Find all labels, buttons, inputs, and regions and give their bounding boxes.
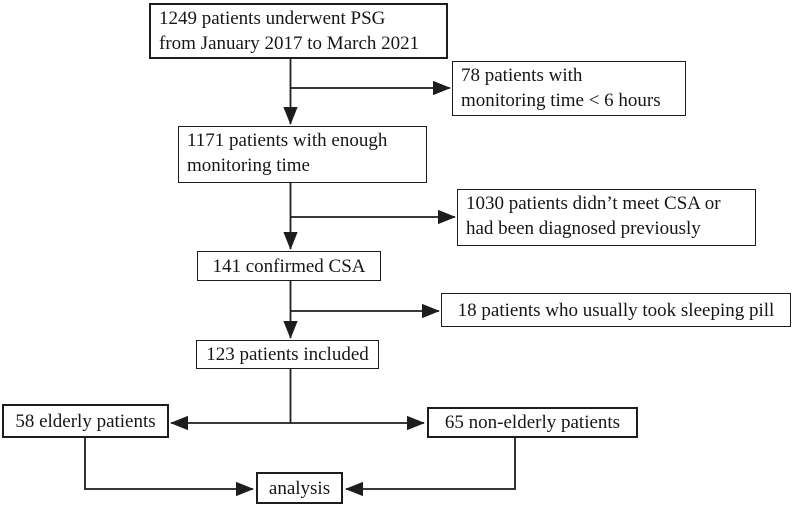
flow-box-short-monitoring-line1: 78 patients with xyxy=(461,65,583,86)
flow-box-confirmed-csa: 141 confirmed CSA xyxy=(197,251,381,281)
flow-box-non-elderly-text: 65 non-elderly patients xyxy=(444,412,621,433)
flow-box-not-csa-line2: had been diagnosed previously xyxy=(466,218,701,239)
flow-box-analysis-text: analysis xyxy=(268,477,331,499)
arrow-elderly-to-analysis xyxy=(84,438,254,497)
flow-box-enough-monitoring-line2: monitoring time xyxy=(187,155,310,176)
arrow-non-elderly-to-analysis xyxy=(345,438,516,497)
flow-box-psg-total-line1: 1249 patients underwent PSG xyxy=(159,8,386,29)
flow-box-elderly: 58 elderly patients xyxy=(2,404,169,438)
flow-box-not-csa: 1030 patients didn’t meet CSA or had bee… xyxy=(457,189,756,246)
flow-box-psg-total-line2: from January 2017 to March 2021 xyxy=(159,33,420,54)
flow-box-sleeping-pill-text: 18 patients who usually took sleeping pi… xyxy=(457,299,775,321)
flow-box-included: 123 patients included xyxy=(196,340,379,369)
flow-box-enough-monitoring-line1: 1171 patients with enough xyxy=(187,130,388,151)
flow-box-confirmed-csa-text: 141 confirmed CSA xyxy=(212,255,366,277)
flow-box-elderly-text: 58 elderly patients xyxy=(15,410,156,432)
flow-box-short-monitoring: 78 patients with monitoring time < 6 hou… xyxy=(452,61,686,116)
flow-box-sleeping-pill: 18 patients who usually took sleeping pi… xyxy=(441,293,791,327)
flow-box-not-csa-line1: 1030 patients didn’t meet CSA or xyxy=(466,193,721,214)
flow-box-psg-total: 1249 patients underwent PSG from January… xyxy=(149,3,448,59)
flow-box-short-monitoring-line2: monitoring time < 6 hours xyxy=(461,90,661,111)
flow-box-included-text: 123 patients included xyxy=(206,344,369,365)
flow-box-analysis: analysis xyxy=(256,472,343,504)
flow-box-enough-monitoring: 1171 patients with enough monitoring tim… xyxy=(178,126,427,183)
flow-box-non-elderly: 65 non-elderly patients xyxy=(427,407,638,438)
